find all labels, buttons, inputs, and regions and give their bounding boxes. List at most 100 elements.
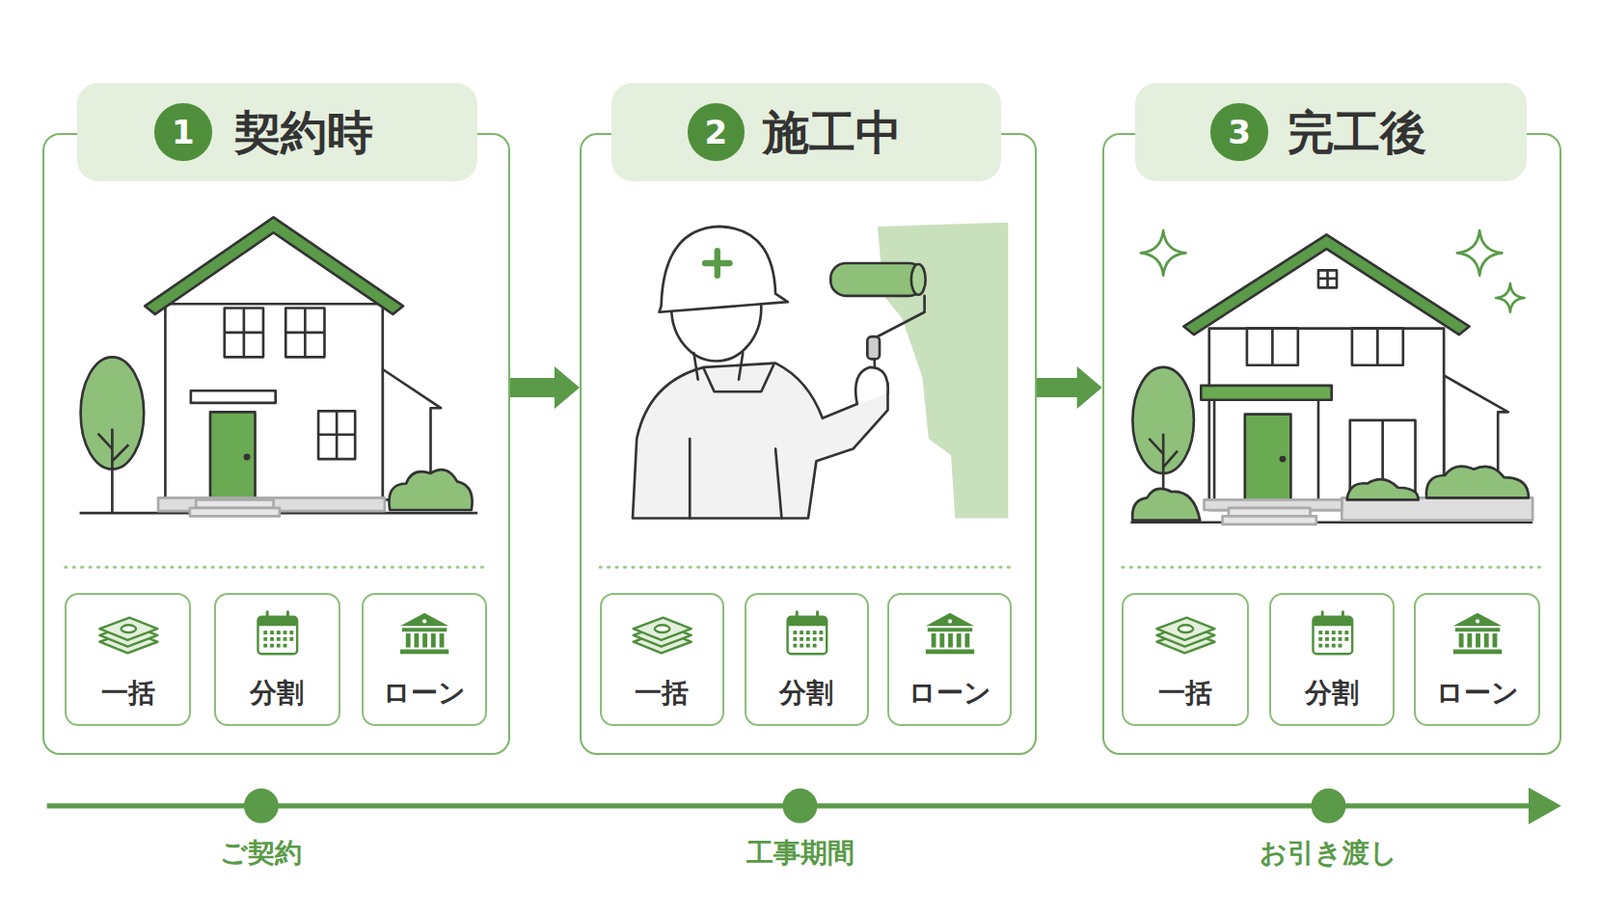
house-illustration: [318, 433, 355, 436]
house-illustration: [224, 331, 264, 335]
payment-icon: [1156, 618, 1215, 654]
worker-illustration: [877, 222, 1008, 519]
payment-option-box: 分割: [214, 593, 341, 727]
worker-illustration: [873, 296, 925, 384]
timeline-label: お引き渡し: [1259, 839, 1398, 869]
panel-header-tab: 完工後: [1135, 82, 1527, 182]
house-illustration: [80, 216, 479, 516]
house-illustration: [382, 369, 441, 500]
worker-illustration: [855, 367, 889, 405]
finished-house-illustration: [1209, 328, 1444, 511]
finished-house-illustration: [1426, 466, 1529, 499]
finished-house-illustration: [1245, 414, 1292, 501]
timeline: [244, 788, 279, 824]
payment-icon: [99, 618, 158, 654]
house-illustration: [318, 410, 355, 460]
finished-house-illustration: [1347, 479, 1419, 500]
worker-illustration: [671, 255, 761, 362]
stage-heading: 施工中: [762, 108, 902, 156]
finished-house-illustration: [1318, 277, 1337, 281]
payment-option-box: ローン: [887, 593, 1012, 727]
payment-option-box: 分割: [744, 593, 869, 727]
worker-illustration: [693, 352, 743, 380]
payment-icon: [1453, 613, 1502, 655]
house-illustration: [224, 308, 264, 358]
worker-illustration: [632, 222, 1008, 519]
worker-illustration: [867, 336, 880, 359]
timeline-label: ご契約: [219, 839, 302, 869]
finished-house-illustration: [1228, 508, 1311, 516]
stage-heading: 契約時: [234, 108, 374, 156]
finished-house-illustration: [1350, 420, 1416, 501]
worker-illustration: [658, 226, 787, 313]
finished-house-illustration: [1326, 270, 1329, 288]
payment-icon: [400, 613, 449, 655]
payment-icon: [633, 618, 692, 654]
step-number: 3: [1210, 103, 1268, 161]
payment-option-box: 一括: [1121, 593, 1248, 727]
house-illustration: [210, 411, 256, 498]
step-number: 2: [687, 103, 745, 161]
finished-house-illustration: [1318, 270, 1337, 288]
house-illustration: [244, 455, 249, 460]
payment-option-box: 一括: [64, 593, 191, 727]
dotted-separator: [65, 566, 489, 570]
finished-house-illustration: [1130, 520, 1533, 524]
payment-icon: [787, 612, 828, 655]
house-illustration: [81, 356, 145, 469]
step-number: 1: [154, 103, 212, 161]
finished-house-illustration: [1200, 385, 1331, 401]
sparkle-mark: [1457, 230, 1503, 276]
finished-house-illustration: [1148, 433, 1178, 521]
house-illustration: [285, 331, 325, 335]
payment-option-box: ローン: [361, 593, 488, 727]
payment-option-box: 分割: [1269, 593, 1395, 727]
finished-house-illustration: [1222, 515, 1317, 524]
worker-illustration: [689, 438, 782, 519]
worker-illustration: [830, 263, 924, 297]
flow-arrow: [510, 366, 580, 409]
timeline: [47, 803, 1537, 809]
dotted-separator: [1122, 566, 1542, 570]
house-illustration: [144, 216, 404, 315]
finished-house-illustration: [1183, 234, 1469, 335]
payment-option-text: ローン: [382, 678, 466, 709]
step-number-text: 2: [704, 115, 728, 149]
house-illustration: [80, 512, 479, 516]
sparkle-mark: [1495, 283, 1525, 313]
finished-house-illustration: [1341, 497, 1533, 520]
worker-illustration: [705, 250, 730, 275]
finished-house-illustration: [1130, 234, 1533, 524]
payment-option-text: 一括: [101, 678, 156, 709]
payment-option-text: 一括: [1158, 678, 1213, 709]
step-number-text: 3: [1227, 115, 1251, 149]
house-illustration: [190, 390, 276, 404]
payment-icon: [99, 612, 1502, 655]
house-illustration: [285, 308, 325, 358]
stage-panel: 完工後3一括分割ローン: [1102, 133, 1562, 756]
house-illustration: [303, 308, 307, 358]
payment-option-text: 分割: [249, 678, 304, 709]
timeline-label: 工事期間: [746, 839, 855, 869]
stage-panel: 契約時1一括分割ローン: [42, 133, 511, 756]
worker-illustration: [632, 363, 889, 519]
payment-icon: [257, 612, 298, 655]
finished-house-illustration: [1317, 400, 1321, 506]
stage-panel: 施工中2一括分割ローン: [579, 133, 1037, 756]
finished-house-illustration: [1247, 328, 1299, 366]
house-illustration: [388, 469, 472, 511]
house-illustration: [195, 499, 273, 508]
house-illustration: [98, 428, 130, 513]
finished-house-illustration: [1376, 328, 1380, 366]
payment-icon: [925, 613, 975, 655]
finished-house-illustration: [1381, 420, 1384, 501]
payment-option-text: 一括: [634, 678, 689, 709]
house-illustration: [189, 508, 280, 516]
house-illustration: [164, 303, 382, 500]
timeline: [783, 788, 818, 824]
sparkle-mark: [1140, 230, 1525, 313]
dotted-separator: [65, 566, 1542, 570]
dotted-separator: [599, 566, 1017, 570]
